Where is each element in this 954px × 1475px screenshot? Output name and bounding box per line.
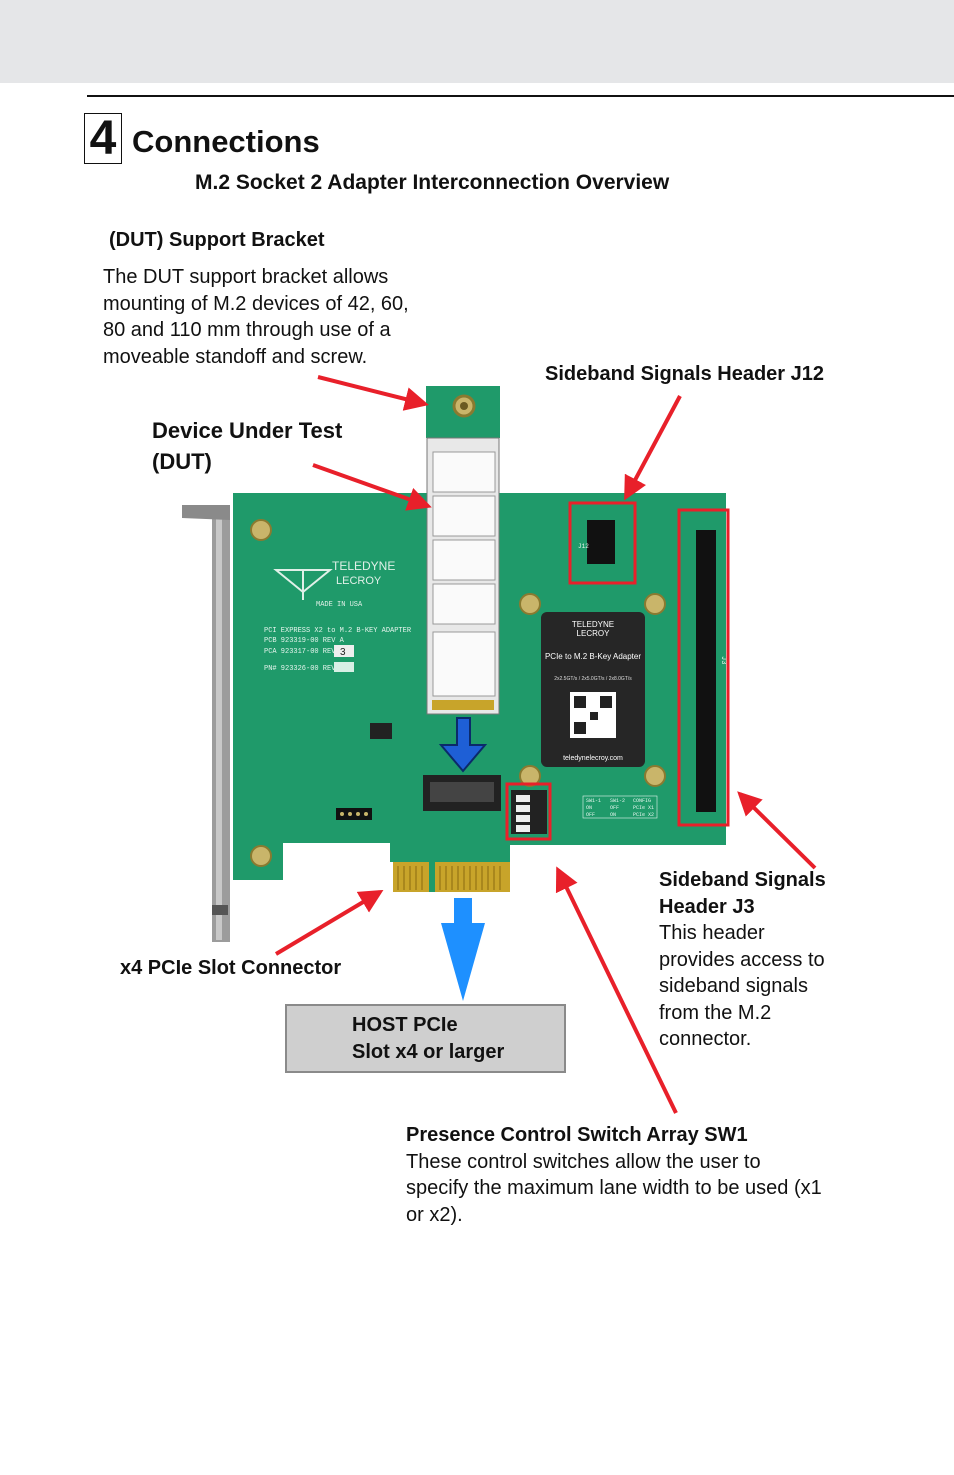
mounting-holes — [250, 519, 666, 867]
svg-text:2x2.5GT/s / 2x5.0GT/s / 2x8.0G: 2x2.5GT/s / 2x5.0GT/s / 2x8.0GT/s — [554, 676, 632, 682]
figure-title: M.2 Socket 2 Adapter Interconnection Ove… — [195, 171, 670, 194]
chapter-title: Connections — [132, 124, 320, 159]
svg-text:LECROY: LECROY — [336, 575, 382, 587]
top-band — [0, 0, 954, 83]
host-pcie-box: HOST PCIe Slot x4 or larger — [285, 1004, 566, 1073]
svg-text:3: 3 — [340, 647, 346, 658]
j3-header: J3 — [696, 530, 727, 812]
sw1-switch-array — [511, 790, 547, 834]
header-rule — [87, 95, 954, 97]
svg-text:MADE IN USA: MADE IN USA — [316, 601, 363, 609]
j3-callout: Sideband Signals Header J3 This header p… — [659, 869, 826, 1050]
bracket-description: The DUT support bracket allows mounting … — [103, 266, 409, 368]
j12-highlight-box — [568, 501, 637, 585]
svg-text:SW1-1: SW1-1 — [586, 798, 601, 804]
svg-text:ON: ON — [586, 805, 592, 811]
metal-bracket — [182, 505, 230, 942]
svg-text:LECROY: LECROY — [577, 629, 611, 638]
bracket-title: (DUT) Support Bracket — [109, 229, 325, 251]
product-label: TELEDYNE LECROY PCIe to M.2 B-Key Adapte… — [541, 612, 645, 767]
host-direction-arrow — [441, 898, 485, 1001]
svg-text:PCA 923317-00 REV: PCA 923317-00 REV — [264, 648, 336, 656]
svg-text:ON: ON — [610, 812, 616, 818]
svg-text:PCI EXPRESS X2 to M.2 B-KEY AD: PCI EXPRESS X2 to M.2 B-KEY ADAPTER — [264, 627, 412, 635]
dut-m2-card — [426, 437, 500, 715]
svg-text:TELEDYNE: TELEDYNE — [572, 620, 614, 629]
callout-arrows — [274, 375, 817, 1114]
svg-text:PCB 923319-00 REV A: PCB 923319-00 REV A — [264, 637, 345, 645]
pcie-slot-label: x4 PCIe Slot Connector — [120, 957, 342, 979]
svg-text:PCIe X2: PCIe X2 — [633, 812, 654, 818]
teledyne-logo: TELEDYNE LECROY MADE IN USA — [273, 559, 395, 609]
svg-text:PCIe to M.2 B-Key Adapter: PCIe to M.2 B-Key Adapter — [545, 652, 641, 661]
svg-text:CONFIG: CONFIG — [633, 798, 651, 804]
svg-text:PCIe X1: PCIe X1 — [633, 805, 654, 811]
svg-text:teledynelecroy.com: teledynelecroy.com — [563, 755, 623, 762]
svg-text:J3: J3 — [719, 656, 727, 664]
j12-header: J12 — [578, 520, 615, 564]
chapter-number: 4 — [84, 113, 122, 164]
dut-label: Device Under Test (DUT) — [152, 418, 343, 474]
svg-text:OFF: OFF — [586, 812, 595, 818]
sw1-callout: Presence Control Switch Array SW1 These … — [406, 1124, 822, 1226]
svg-text:PN# 923326-00 REV: PN# 923326-00 REV — [264, 665, 336, 673]
svg-text:TELEDYNE: TELEDYNE — [332, 559, 395, 573]
sw1-highlight-box — [505, 782, 552, 841]
svg-text:J12: J12 — [578, 543, 589, 550]
switch-config-table: SW1-1 SW1-2 CONFIG ON OFF PCIe X1 OFF ON… — [582, 795, 658, 819]
j3-highlight-box — [677, 508, 730, 827]
svg-text:OFF: OFF — [610, 805, 619, 811]
silkscreen-text: PCI EXPRESS X2 to M.2 B-KEY ADAPTER PCB … — [264, 627, 412, 673]
insert-direction-arrow — [438, 717, 488, 773]
j12-label: Sideband Signals Header J12 — [545, 363, 824, 385]
svg-text:SW1-2: SW1-2 — [610, 798, 625, 804]
